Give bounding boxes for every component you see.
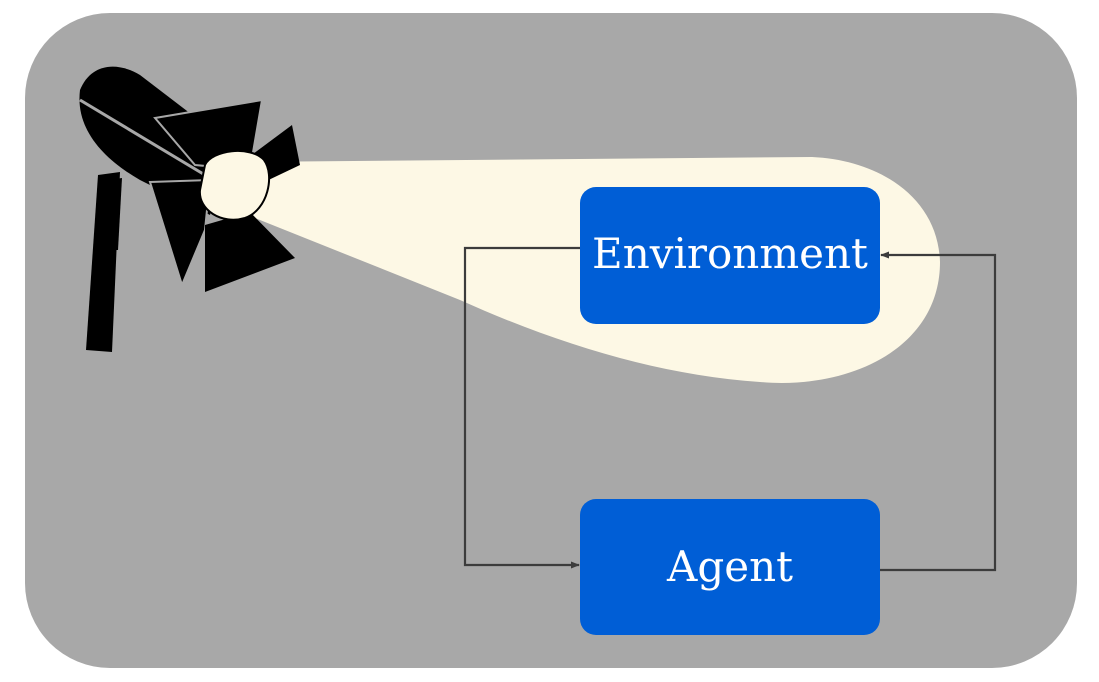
lamp-lens: [198, 149, 271, 221]
agent-box: [580, 499, 880, 635]
environment-box: [580, 187, 880, 324]
edge-agent-to-environment: [880, 251, 997, 572]
spotlight-lamp-icon: [79, 66, 300, 352]
barn-door-bottom: [205, 212, 295, 292]
agent-label: Agent: [666, 542, 793, 591]
lamp-housing: [79, 66, 225, 215]
environment-node: Environment: [580, 187, 880, 324]
agent-node: Agent: [580, 499, 880, 635]
lamp-housing-stripe: [79, 98, 206, 177]
edge-environment-to-agent: [463, 246, 580, 569]
lamp-stand-leg: [104, 178, 122, 250]
environment-label: Environment: [592, 229, 868, 278]
